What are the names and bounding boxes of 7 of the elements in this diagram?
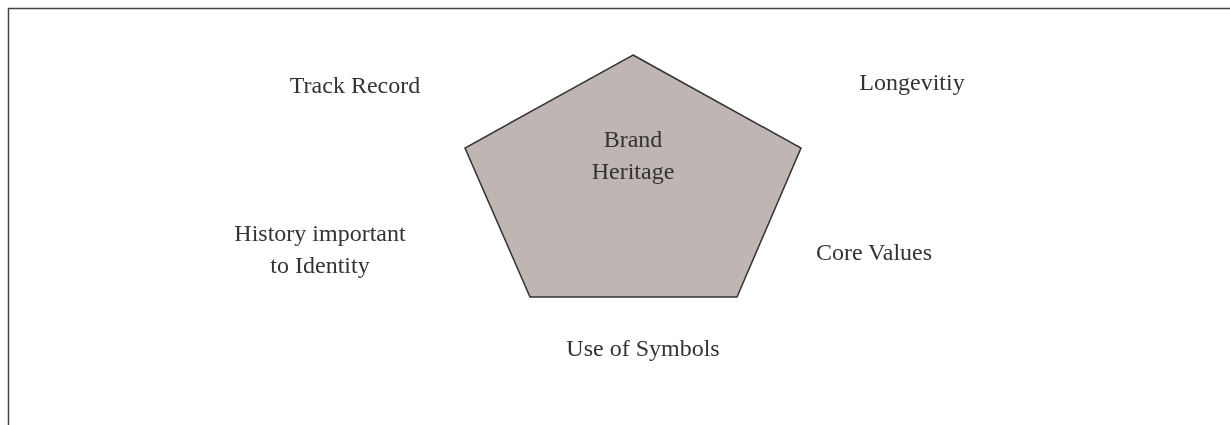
text-label: Use of Symbols: [566, 334, 720, 363]
text-label: Longevitiy: [859, 68, 965, 97]
text-label: Core Values: [815, 238, 933, 267]
pentagon-shape: [464, 54, 802, 298]
text-label: History important to Identity: [233, 219, 407, 280]
node-label: Brand Heritage: [590, 125, 676, 186]
text-label: Track Record: [289, 71, 421, 100]
